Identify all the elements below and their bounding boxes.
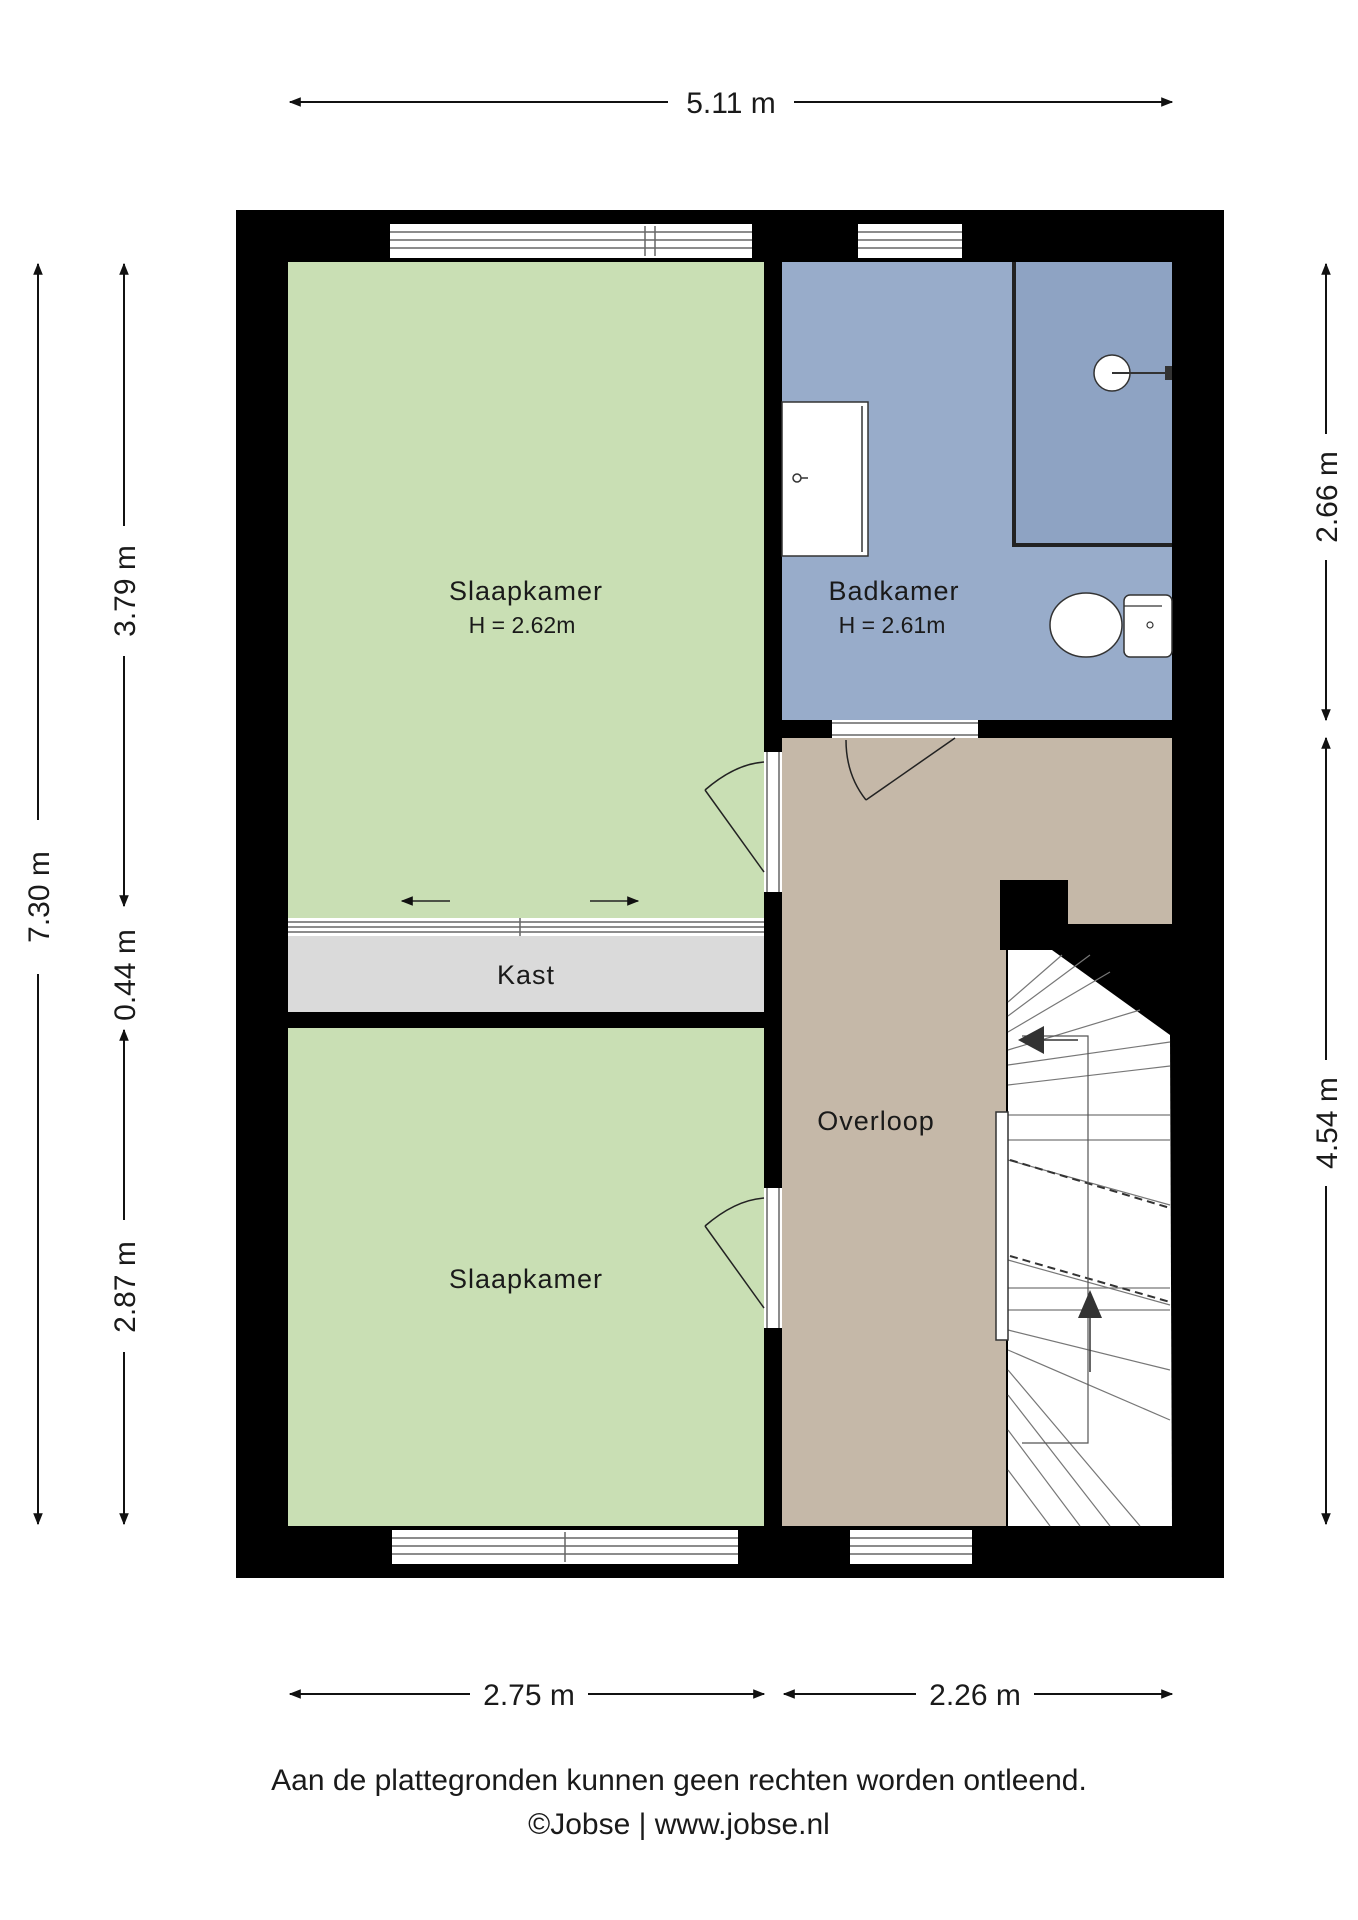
wall-bedroom-bath (764, 262, 782, 1526)
wall-shower-frame-bottom (1012, 543, 1172, 547)
toilet (1049, 592, 1173, 658)
window-bottom-left (392, 1530, 738, 1564)
bedroom-top-height: H = 2.62m (469, 612, 576, 638)
sink-vanity (781, 401, 869, 557)
dim-bottom-left: 2.75 m (483, 1679, 575, 1712)
dim-left-top: 3.79 m (109, 545, 142, 637)
wall-stair-column (1000, 880, 1068, 950)
door-bathroom (832, 720, 978, 801)
dim-outer-height: 7.30 m (23, 851, 56, 943)
bedroom-top-area (288, 262, 764, 918)
wall-closet-bottom (288, 1012, 764, 1028)
window-top-right (858, 224, 962, 258)
stair-handrail (995, 1111, 1009, 1341)
shower-area (1015, 262, 1172, 544)
dim-right-top: 2.66 m (1311, 451, 1344, 543)
landing-area (782, 738, 1172, 1526)
bedroom-bottom-area (288, 1028, 764, 1526)
closet-label: Kast (497, 960, 555, 990)
bedroom-bottom-label: Slaapkamer (449, 1264, 603, 1294)
wall-stair-cut (1068, 924, 1172, 950)
dim-right-bottom: 4.54 m (1311, 1077, 1344, 1169)
window-bottom-right (850, 1530, 972, 1564)
staircase (1007, 954, 1171, 1527)
dim-bottom-right: 2.26 m (929, 1679, 1021, 1712)
disclaimer-text: Aan de plattegronden kunnen geen rechten… (271, 1764, 1087, 1797)
bathroom-height: H = 2.61m (839, 612, 946, 638)
stair-arrow-left (1018, 1026, 1044, 1054)
shower-drain-and-head (1093, 354, 1172, 392)
landing-label: Overloop (817, 1106, 935, 1136)
stairwell-area (1008, 950, 1172, 1526)
dim-top-width: 5.11 m (686, 87, 776, 120)
window-top-left (390, 224, 752, 258)
credit-text: ©Jobse | www.jobse.nl (528, 1808, 830, 1841)
closet-sliding-doors (288, 896, 764, 936)
dim-left-bottom: 2.87 m (109, 1241, 142, 1333)
dim-left-mid: 0.44 m (109, 929, 142, 1021)
closet-area (288, 936, 764, 1012)
bathroom-label: Badkamer (828, 576, 959, 606)
bedroom-top-label: Slaapkamer (449, 576, 603, 606)
door-bedroom-top (704, 752, 782, 892)
wall-shower-frame (1012, 262, 1016, 547)
door-bedroom-bottom (704, 1188, 782, 1328)
wall-stair-corner (1090, 950, 1172, 1035)
stair-arrow-up (1078, 1290, 1102, 1318)
